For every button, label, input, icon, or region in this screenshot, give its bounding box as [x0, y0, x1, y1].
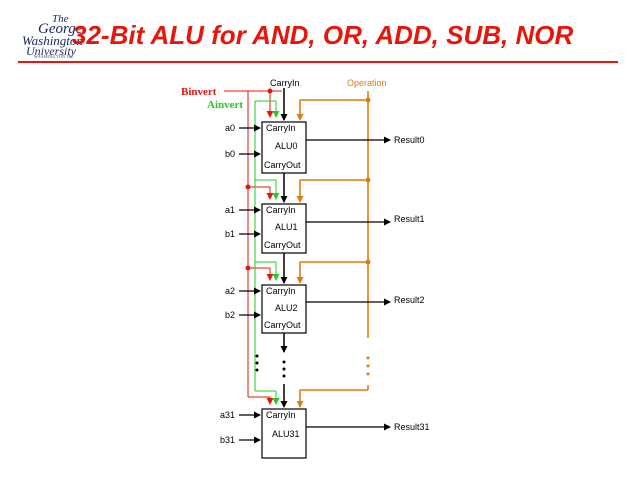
alu1-result-label: Result1 [394, 214, 425, 224]
alu0: CarryIn ALU0 CarryOut a0 b0 Result0 [225, 121, 425, 174]
alu0-name: ALU0 [275, 141, 298, 151]
operation-ellipsis [366, 356, 370, 376]
operation-label: Operation [347, 78, 387, 88]
alu2-carryin-label: CarryIn [266, 286, 296, 296]
alu2-box [261, 284, 307, 334]
carryin-top-label: CarryIn [270, 78, 300, 88]
input-ellipsis [255, 354, 259, 372]
alu31-name: ALU31 [272, 429, 300, 439]
logo-line-george: George [38, 21, 83, 37]
alu2-b-label: b2 [225, 310, 235, 320]
alu0-box [261, 121, 307, 174]
alu2-result-label: Result2 [394, 295, 425, 305]
binvert-label: Binvert [181, 86, 217, 98]
alu0-result-label: Result0 [394, 135, 425, 145]
alu0-carryin-label: CarryIn [266, 123, 296, 133]
slide-title: 32-Bit ALU for AND, OR, ADD, SUB, NOR [72, 20, 574, 50]
alu1-box [261, 203, 307, 254]
alu31-result-label: Result31 [394, 422, 430, 432]
logo-line-washington: Washington [22, 33, 83, 48]
alu2-a-label: a2 [225, 286, 235, 296]
alu0-carryout-label: CarryOut [264, 160, 301, 170]
alu31-box [261, 408, 307, 459]
alu1-a-label: a1 [225, 205, 235, 215]
alu0-b-label: b0 [225, 149, 235, 159]
alu1-carryin-label: CarryIn [266, 205, 296, 215]
alu31-carryin-label: CarryIn [266, 410, 296, 420]
alu31-a-label: a31 [220, 410, 235, 420]
alu1: CarryIn ALU1 CarryOut a1 b1 Result1 [225, 203, 425, 254]
alu31-b-label: b31 [220, 435, 235, 445]
ainvert-label: Ainvert [207, 99, 243, 111]
alu31: CarryIn ALU31 a31 b31 Result31 [220, 408, 430, 459]
alu2-carryout-label: CarryOut [264, 320, 301, 330]
logo-line-city: WASHINGTON DC [34, 54, 74, 59]
alu1-name: ALU1 [275, 222, 298, 232]
binvert-junctions [245, 88, 273, 271]
operation-bus [296, 91, 369, 408]
logo-line-the: The [52, 13, 69, 25]
alu1-b-label: b1 [225, 229, 235, 239]
logo-line-university: University [26, 44, 76, 58]
university-logo: The George Washington University WASHING… [22, 14, 102, 60]
operation-junctions [365, 97, 371, 265]
alu0-a-label: a0 [225, 123, 235, 133]
alu1-carryout-label: CarryOut [264, 240, 301, 250]
carry-ellipsis [282, 360, 286, 378]
alu2: CarryIn ALU2 CarryOut a2 b2 Result2 [225, 284, 425, 334]
alu2-name: ALU2 [275, 303, 298, 313]
ainvert-bus [254, 100, 280, 405]
title-underline [18, 61, 618, 63]
